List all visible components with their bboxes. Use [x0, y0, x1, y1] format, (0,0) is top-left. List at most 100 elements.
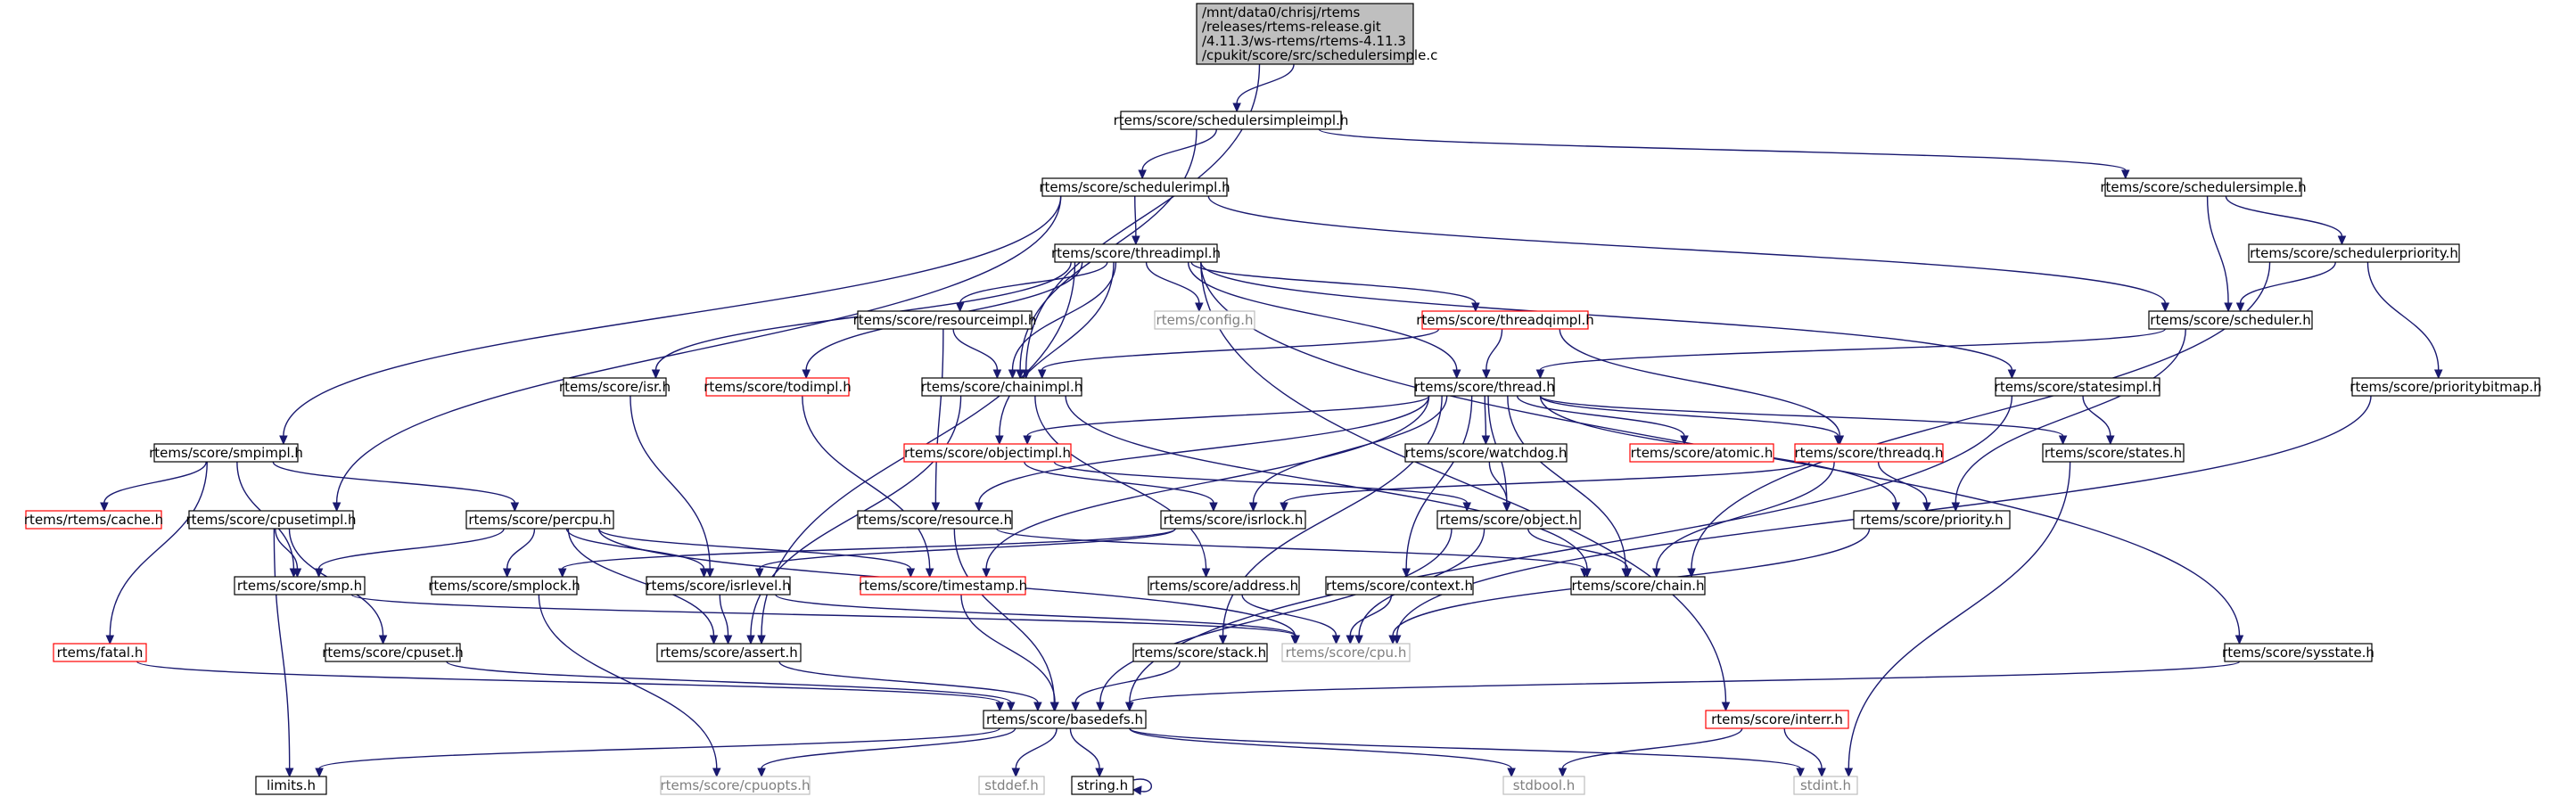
edge-arrowhead [1580, 568, 1589, 579]
node-interr[interactable]: rtems/score/interr.h [1705, 710, 1849, 729]
node-cpusetimpl[interactable]: rtems/score/cpusetimpl.h [185, 510, 357, 530]
node-cpuopts[interactable]: rtems/score/cpuopts.h [660, 776, 811, 795]
node-limits[interactable]: limits.h [255, 776, 327, 795]
edge-line [761, 727, 1016, 769]
node-label: rtems/score/percpu.h [468, 512, 611, 528]
edge-line [562, 528, 1176, 570]
node-context[interactable]: rtems/score/context.h [1325, 576, 1474, 596]
node-assert[interactable]: rtems/score/assert.h [656, 643, 802, 662]
node-priority[interactable]: rtems/score/priority.h [1853, 510, 2011, 530]
node-string[interactable]: string.h [1071, 776, 1134, 795]
node-box [921, 377, 1082, 397]
edge-arrowhead [1558, 768, 1568, 778]
node-label: /mnt/data0/chrisj/rtems [1202, 4, 1361, 21]
node-chain[interactable]: rtems/score/chain.h [1570, 576, 1706, 596]
node-schedulersimple[interactable]: rtems/score/schedulersimple.h [2100, 177, 2307, 197]
edge-arrowhead [754, 568, 764, 579]
node-cache[interactable]: rtems/rtems/cache.h [24, 510, 163, 530]
edge-line [1241, 594, 1337, 637]
node-label: rtems/score/smplock.h [428, 578, 580, 594]
node-isrlevel[interactable]: rtems/score/isrlevel.h [646, 576, 791, 596]
edge-line [1848, 461, 2071, 769]
node-smplock[interactable]: rtems/score/smplock.h [428, 576, 580, 596]
node-stack[interactable]: rtems/score/stack.h [1132, 643, 1268, 662]
edge-arrowhead [1096, 702, 1105, 712]
node-stdbool[interactable]: stdbool.h [1502, 776, 1585, 795]
edge-context-to-cpu [1346, 594, 1393, 645]
node-box [705, 377, 850, 397]
edge-cpuset-to-basedefs [446, 661, 1016, 712]
edge-arrowhead [709, 635, 719, 645]
edge-arrowhead [2224, 302, 2233, 313]
edge-arrowhead [1535, 369, 1545, 380]
node-threadqimpl[interactable]: rtems/score/threadqimpl.h [1416, 310, 1594, 330]
node-address[interactable]: rtems/score/address.h [1148, 576, 1300, 596]
node-atomic[interactable]: rtems/score/atomic.h [1629, 443, 1774, 463]
node-fatal[interactable]: rtems/fatal.h [53, 643, 147, 662]
edge-watchdog-to-object [1488, 461, 1511, 513]
edge-arrowhead [2058, 435, 2068, 446]
node-label: rtems/score/cpu.h [1286, 645, 1407, 661]
edge-line [350, 594, 1296, 637]
node-todimpl[interactable]: rtems/score/todimpl.h [704, 377, 852, 397]
node-schedulerpriority[interactable]: rtems/score/schedulerpriority.h [2248, 243, 2460, 263]
node-scheduler[interactable]: rtems/score/scheduler.h [2148, 310, 2313, 330]
node-objectimpl[interactable]: rtems/score/objectimpl.h [903, 443, 1072, 463]
node-cpuset[interactable]: rtems/score/cpuset.h [322, 643, 464, 662]
node-box [1154, 310, 1255, 330]
node-chainimpl[interactable]: rtems/score/chainimpl.h [921, 377, 1082, 397]
edge-line [2082, 395, 2111, 437]
node-root[interactable]: /mnt/data0/chrisj/rtems/releases/rtems-r… [1196, 3, 1437, 65]
node-stddef[interactable]: stddef.h [978, 776, 1045, 795]
node-box [2148, 310, 2313, 330]
edge-arrowhead [699, 568, 709, 579]
edge-line [1074, 661, 1181, 703]
node-label: stdint.h [1800, 777, 1851, 793]
node-label: rtems/score/todimpl.h [704, 379, 851, 395]
node-smp[interactable]: rtems/score/smp.h [234, 576, 366, 596]
edge-thread-to-states [1539, 395, 2068, 446]
node-sysstate[interactable]: rtems/score/sysstate.h [2222, 643, 2374, 662]
node-schedulersimpleimpl[interactable]: rtems/score/schedulersimpleimpl.h [1114, 111, 1349, 130]
edge-schedulersimple-to-schedulerpriority [2225, 195, 2347, 246]
node-isrlock[interactable]: rtems/score/isrlock.h [1160, 510, 1306, 530]
node-watchdog[interactable]: rtems/score/watchdog.h [1404, 443, 1568, 463]
node-box [857, 310, 1033, 330]
node-label: rtems/score/resourceimpl.h [853, 312, 1037, 328]
node-timestamp[interactable]: rtems/score/timestamp.h [859, 576, 1027, 596]
edge-line [1099, 528, 1453, 703]
node-label: rtems/score/objectimpl.h [904, 445, 1071, 461]
edge-basedefs-to-limits [315, 727, 1000, 778]
node-threadimpl[interactable]: rtems/score/threadimpl.h [1051, 243, 1221, 263]
node-threadq[interactable]: rtems/score/threadq.h [1794, 443, 1944, 463]
node-statesimpl[interactable]: rtems/score/statesimpl.h [1995, 377, 2161, 397]
edge-objectimpl-to-object [1053, 461, 1472, 513]
node-schedulerimpl[interactable]: rtems/score/schedulerimpl.h [1039, 177, 1230, 197]
edge-line [1207, 195, 2166, 304]
node-states[interactable]: rtems/score/states.h [2042, 443, 2185, 463]
node-isr[interactable]: rtems/score/isr.h [559, 377, 671, 397]
edge-smp-to-cpu [350, 594, 1300, 645]
node-box [1995, 377, 2160, 397]
node-object[interactable]: rtems/score/object.h [1436, 510, 1581, 530]
edge-line [1129, 727, 1801, 769]
node-stdint[interactable]: stdint.h [1793, 776, 1858, 795]
node-basedefs[interactable]: rtems/score/basedefs.h [983, 710, 1147, 729]
node-label: /cpukit/score/src/schedulersimple.c [1202, 47, 1437, 63]
node-label: rtems/score/statesimpl.h [1995, 379, 2161, 395]
node-label: rtems/score/context.h [1326, 578, 1473, 594]
node-box [660, 776, 811, 795]
node-cpu[interactable]: rtems/score/cpu.h [1281, 643, 1411, 662]
edge-threadq-to-isrlock [1280, 461, 1811, 513]
edge-thread-to-threadq [1539, 395, 1843, 446]
edge-line [1129, 727, 1512, 769]
node-percpu[interactable]: rtems/score/percpu.h [465, 510, 614, 530]
edge-arrowhead [1623, 568, 1633, 579]
node-smpimpl[interactable]: rtems/score/smpimpl.h [149, 443, 303, 463]
node-resource[interactable]: rtems/score/resource.h [857, 510, 1013, 530]
edge-line [1015, 727, 1058, 769]
node-prioritybitmap[interactable]: rtems/score/prioritybitmap.h [2350, 377, 2542, 397]
node-config[interactable]: rtems/config.h [1154, 310, 1255, 330]
node-thread[interactable]: rtems/score/thread.h [1414, 377, 1555, 397]
node-resourceimpl[interactable]: rtems/score/resourceimpl.h [853, 310, 1037, 330]
